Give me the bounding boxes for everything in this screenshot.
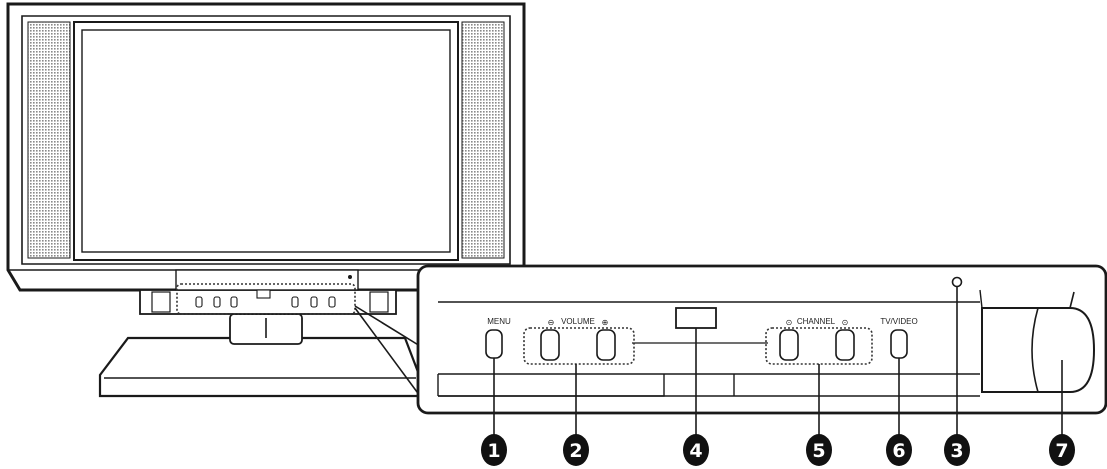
channel-label: CHANNEL — [797, 317, 836, 326]
tv-video-button[interactable] — [890, 329, 908, 359]
tv-set — [6, 2, 526, 398]
volume-label: VOLUME — [561, 317, 595, 326]
tv-mini-buttons — [195, 289, 336, 308]
callout-1: 1 — [481, 434, 507, 466]
volume-up-button[interactable] — [596, 329, 616, 361]
left-speaker-grille — [27, 21, 71, 259]
menu-label: MENU — [487, 317, 511, 326]
callout-6: 6 — [886, 434, 912, 466]
power-indicator — [951, 276, 963, 288]
svg-text:4: 4 — [689, 440, 702, 462]
tv-stand-base — [98, 336, 420, 398]
svg-text:3: 3 — [950, 440, 963, 462]
channel-down-button[interactable] — [779, 329, 799, 361]
channel-up-symbol: ⊙ — [842, 318, 849, 327]
zoom-source-highlight — [176, 283, 356, 315]
volume-group-highlight — [523, 327, 635, 365]
callout-3: 3 — [944, 434, 970, 466]
volume-plus-symbol: ⊕ — [602, 318, 609, 327]
channel-down-symbol: ⊙ — [786, 318, 793, 327]
tv-video-label: TV/VIDEO — [880, 317, 917, 326]
callout-7: 7 — [1049, 434, 1075, 466]
remote-sensor-window — [675, 307, 717, 329]
side-cylinder — [981, 307, 1096, 393]
svg-text:2: 2 — [569, 440, 582, 462]
zoomed-control-panel: MENU ⊖ VOLUME ⊕ ⊙ CHANNEL ⊙ TV/VIDEO — [416, 264, 1107, 436]
menu-button[interactable] — [485, 329, 503, 359]
svg-text:6: 6 — [892, 440, 905, 462]
volume-down-button[interactable] — [540, 329, 560, 361]
svg-text:7: 7 — [1055, 440, 1068, 462]
tv-screen — [81, 29, 451, 253]
callout-5: 5 — [806, 434, 832, 466]
svg-text:5: 5 — [812, 440, 825, 462]
callout-4: 4 — [683, 434, 709, 466]
volume-minus-symbol: ⊖ — [548, 318, 555, 327]
right-speaker-grille — [461, 21, 505, 259]
callout-2: 2 — [563, 434, 589, 466]
callouts: 1 2 4 5 6 3 7 — [481, 434, 1075, 466]
channel-up-button[interactable] — [835, 329, 855, 361]
svg-text:1: 1 — [487, 440, 500, 462]
